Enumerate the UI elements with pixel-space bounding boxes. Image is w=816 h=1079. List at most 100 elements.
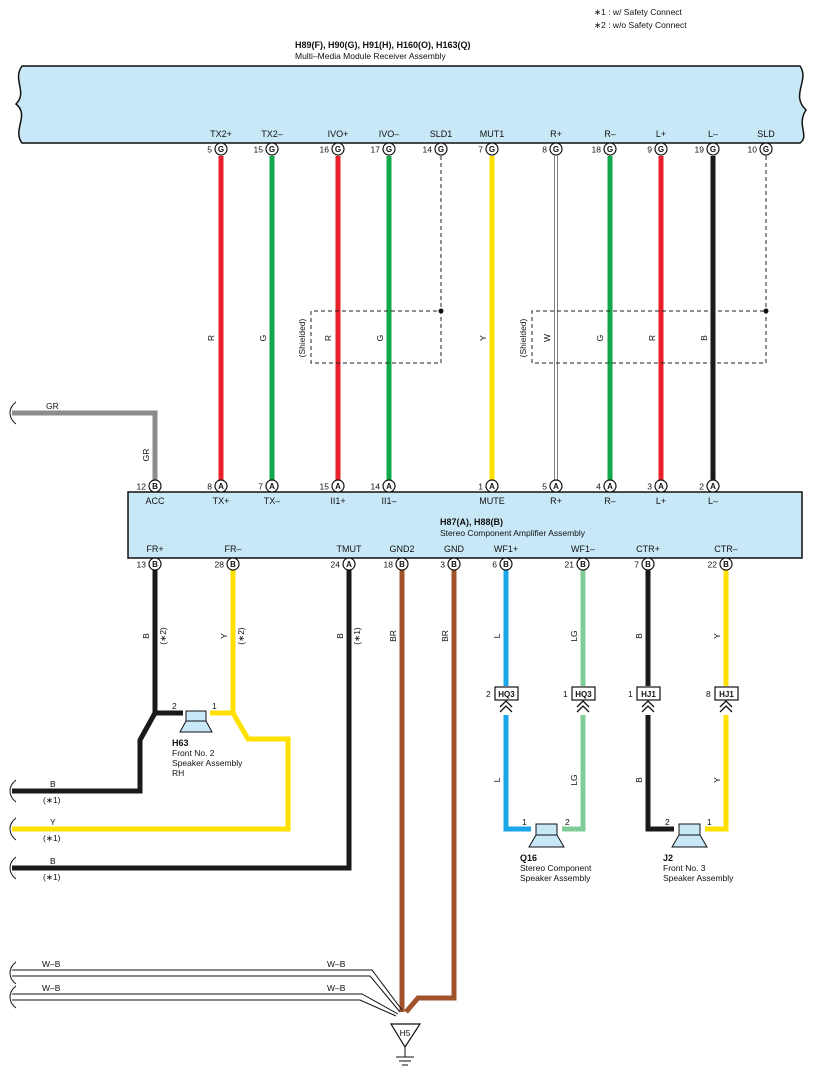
label-tx-minus: G bbox=[258, 335, 268, 342]
amp-bottom-pin-tmut-connector-letter: A bbox=[346, 560, 352, 569]
note-left-b2: (∗1) bbox=[43, 872, 61, 882]
wire-fr-minus bbox=[210, 570, 236, 716]
label-wb2-left: W–B bbox=[42, 983, 61, 993]
wb-wires bbox=[9, 961, 403, 1017]
receiver-pin-tx2-plus-number: 5 bbox=[207, 145, 212, 155]
amp-bottom-pin-tmut-label: TMUT bbox=[337, 544, 362, 554]
note-left-b1: (∗1) bbox=[43, 795, 61, 805]
label-acc-h: GR bbox=[46, 401, 59, 411]
ground-h5-id: H5 bbox=[400, 1028, 411, 1038]
amp-bottom-pin-fr-plus-pin bbox=[148, 557, 162, 571]
speaker-h63-id: H63 bbox=[172, 738, 189, 748]
speaker-h63-line2: Speaker Assembly bbox=[172, 758, 243, 768]
receiver-pin-sld1-label: SLD1 bbox=[430, 129, 453, 139]
speaker-h63-pin-b: 1 bbox=[212, 701, 217, 711]
speaker-h63-line1: Front No. 2 bbox=[172, 748, 215, 758]
inline-connectors: HQ3 2 HQ3 1 HJ1 1 HJ1 8 bbox=[486, 686, 739, 713]
speaker-h63-pin-a: 2 bbox=[172, 701, 177, 711]
amp-top-pin-ii1-plus-pin bbox=[331, 479, 345, 493]
note-fr-minus: (∗2) bbox=[236, 627, 246, 645]
amp-bottom-pin-ctr-minus-number: 22 bbox=[708, 560, 718, 570]
connector-hj1-b bbox=[714, 686, 739, 701]
note-left-y: (∗1) bbox=[43, 833, 61, 843]
amp-bottom-pin-ctr-plus-label: CTR+ bbox=[636, 544, 660, 554]
wb1-line-a bbox=[12, 969, 403, 1011]
amp-top-pin-mute-pin bbox=[485, 479, 499, 493]
amp-bottom-pin-fr-plus-number: 13 bbox=[137, 560, 147, 570]
amp-top-pin-tx-minus-label: TX– bbox=[264, 496, 281, 506]
label-ivo-minus: G bbox=[375, 335, 385, 342]
connector-hq3-a-arrow bbox=[499, 700, 513, 713]
speaker-h63-body bbox=[185, 710, 207, 722]
amp-bottom-pin-ctr-minus-label: CTR– bbox=[714, 544, 738, 554]
amp-top-pin-l-minus-number: 2 bbox=[699, 482, 704, 492]
amp-bottom-pin-ctr-plus-number: 7 bbox=[634, 560, 639, 570]
connector-hj1-a-name: HJ1 bbox=[641, 690, 656, 699]
receiver-pin-ivo-plus-number: 16 bbox=[320, 145, 330, 155]
amp-bottom-pin-wf1-plus-label: WF1+ bbox=[494, 544, 518, 554]
receiver-pin-mut1-number: 7 bbox=[478, 145, 483, 155]
connector-hq3-b bbox=[571, 686, 596, 701]
speaker-j2-id: J2 bbox=[663, 853, 673, 863]
label-tx-plus: R bbox=[206, 335, 216, 341]
connector-hj1-a-pin: 1 bbox=[628, 689, 633, 699]
wb2-line-b bbox=[12, 999, 397, 1017]
label-wf1-minus-low: LG bbox=[569, 774, 579, 785]
receiver-pin-l-plus-number: 9 bbox=[647, 145, 652, 155]
wire-gnd bbox=[404, 570, 457, 1014]
label-shielded-2: (Shielded) bbox=[518, 318, 528, 357]
speaker-q16-line1: Stereo Component bbox=[520, 863, 592, 873]
note-safety-connect-2: ∗2 : w/o Safety Connect bbox=[594, 20, 687, 30]
amp-bottom-pin-gnd2-pin bbox=[395, 557, 409, 571]
connector-hq3-b-arrow bbox=[576, 700, 590, 713]
label-left-y: Y bbox=[50, 817, 56, 827]
label-acc-v: GR bbox=[141, 449, 151, 462]
wire-ctr-minus-lower bbox=[705, 715, 729, 832]
receiver-pin-sld-pin bbox=[759, 142, 773, 156]
receiver-pin-l-minus-number: 19 bbox=[695, 145, 705, 155]
amp-top-pin-tx-plus-number: 8 bbox=[207, 482, 212, 492]
amp-top-pin-l-minus-label: L– bbox=[708, 496, 718, 506]
label-l-plus: R bbox=[647, 335, 657, 341]
receiver-pin-tx2-minus-label: TX2– bbox=[261, 129, 283, 139]
amplifier-id: H87(A), H88(B) bbox=[440, 517, 503, 527]
amplifier-module-box bbox=[127, 491, 803, 559]
receiver-pin-tx2-plus-connector-letter: G bbox=[218, 145, 224, 154]
amp-top-pin-r-plus-pin bbox=[549, 479, 563, 493]
label-fr-plus: B bbox=[141, 633, 151, 639]
amp-bottom-pin-wf1-plus-pin bbox=[499, 557, 513, 571]
label-tmut: B bbox=[335, 633, 345, 639]
shield-2 bbox=[531, 156, 767, 364]
amp-top-pin-acc-pin bbox=[148, 479, 162, 493]
amp-bottom-pin-ctr-plus-connector-letter: B bbox=[645, 560, 651, 569]
connector-hq3-a bbox=[494, 686, 519, 701]
signal-wires bbox=[218, 156, 716, 480]
speaker-j2-pin-b: 1 bbox=[707, 817, 712, 827]
amp-top-pin-l-plus-connector-letter: A bbox=[658, 482, 664, 491]
wb1-line-b bbox=[12, 975, 401, 1013]
receiver-pin-tx2-minus-pin bbox=[265, 142, 279, 156]
label-ivo-plus: R bbox=[323, 335, 333, 341]
amp-bottom-pin-fr-minus-pin bbox=[226, 557, 240, 571]
receiver-pin-r-plus-number: 8 bbox=[542, 145, 547, 155]
amp-top-pin-r-minus-connector-letter: A bbox=[607, 482, 613, 491]
shield-2-junction bbox=[763, 308, 769, 314]
speaker-q16-body bbox=[535, 823, 558, 836]
amp-bottom-pin-gnd2-label: GND2 bbox=[389, 544, 414, 554]
receiver-pin-l-minus-pin bbox=[706, 142, 720, 156]
amp-top-pin-r-minus-label: R– bbox=[604, 496, 616, 506]
receiver-pin-mut1-label: MUT1 bbox=[480, 129, 505, 139]
amp-bottom-pin-fr-plus-label: FR+ bbox=[146, 544, 163, 554]
label-r-plus: W bbox=[542, 334, 552, 342]
amp-bottom-pin-wf1-plus-number: 6 bbox=[492, 560, 497, 570]
receiver-pin-r-plus-label: R+ bbox=[550, 129, 562, 139]
label-shielded-1: (Shielded) bbox=[297, 318, 307, 357]
amp-top-pin-acc-connector-letter: B bbox=[152, 482, 158, 491]
amp-top-pin-tx-plus-pin bbox=[214, 479, 228, 493]
receiver-pin-sld-number: 10 bbox=[748, 145, 758, 155]
receiver-pin-ivo-minus-connector-letter: G bbox=[386, 145, 392, 154]
receiver-pin-ivo-minus-pin bbox=[382, 142, 396, 156]
receiver-pin-l-minus-label: L– bbox=[708, 129, 718, 139]
speaker-j2-cone bbox=[671, 834, 708, 848]
